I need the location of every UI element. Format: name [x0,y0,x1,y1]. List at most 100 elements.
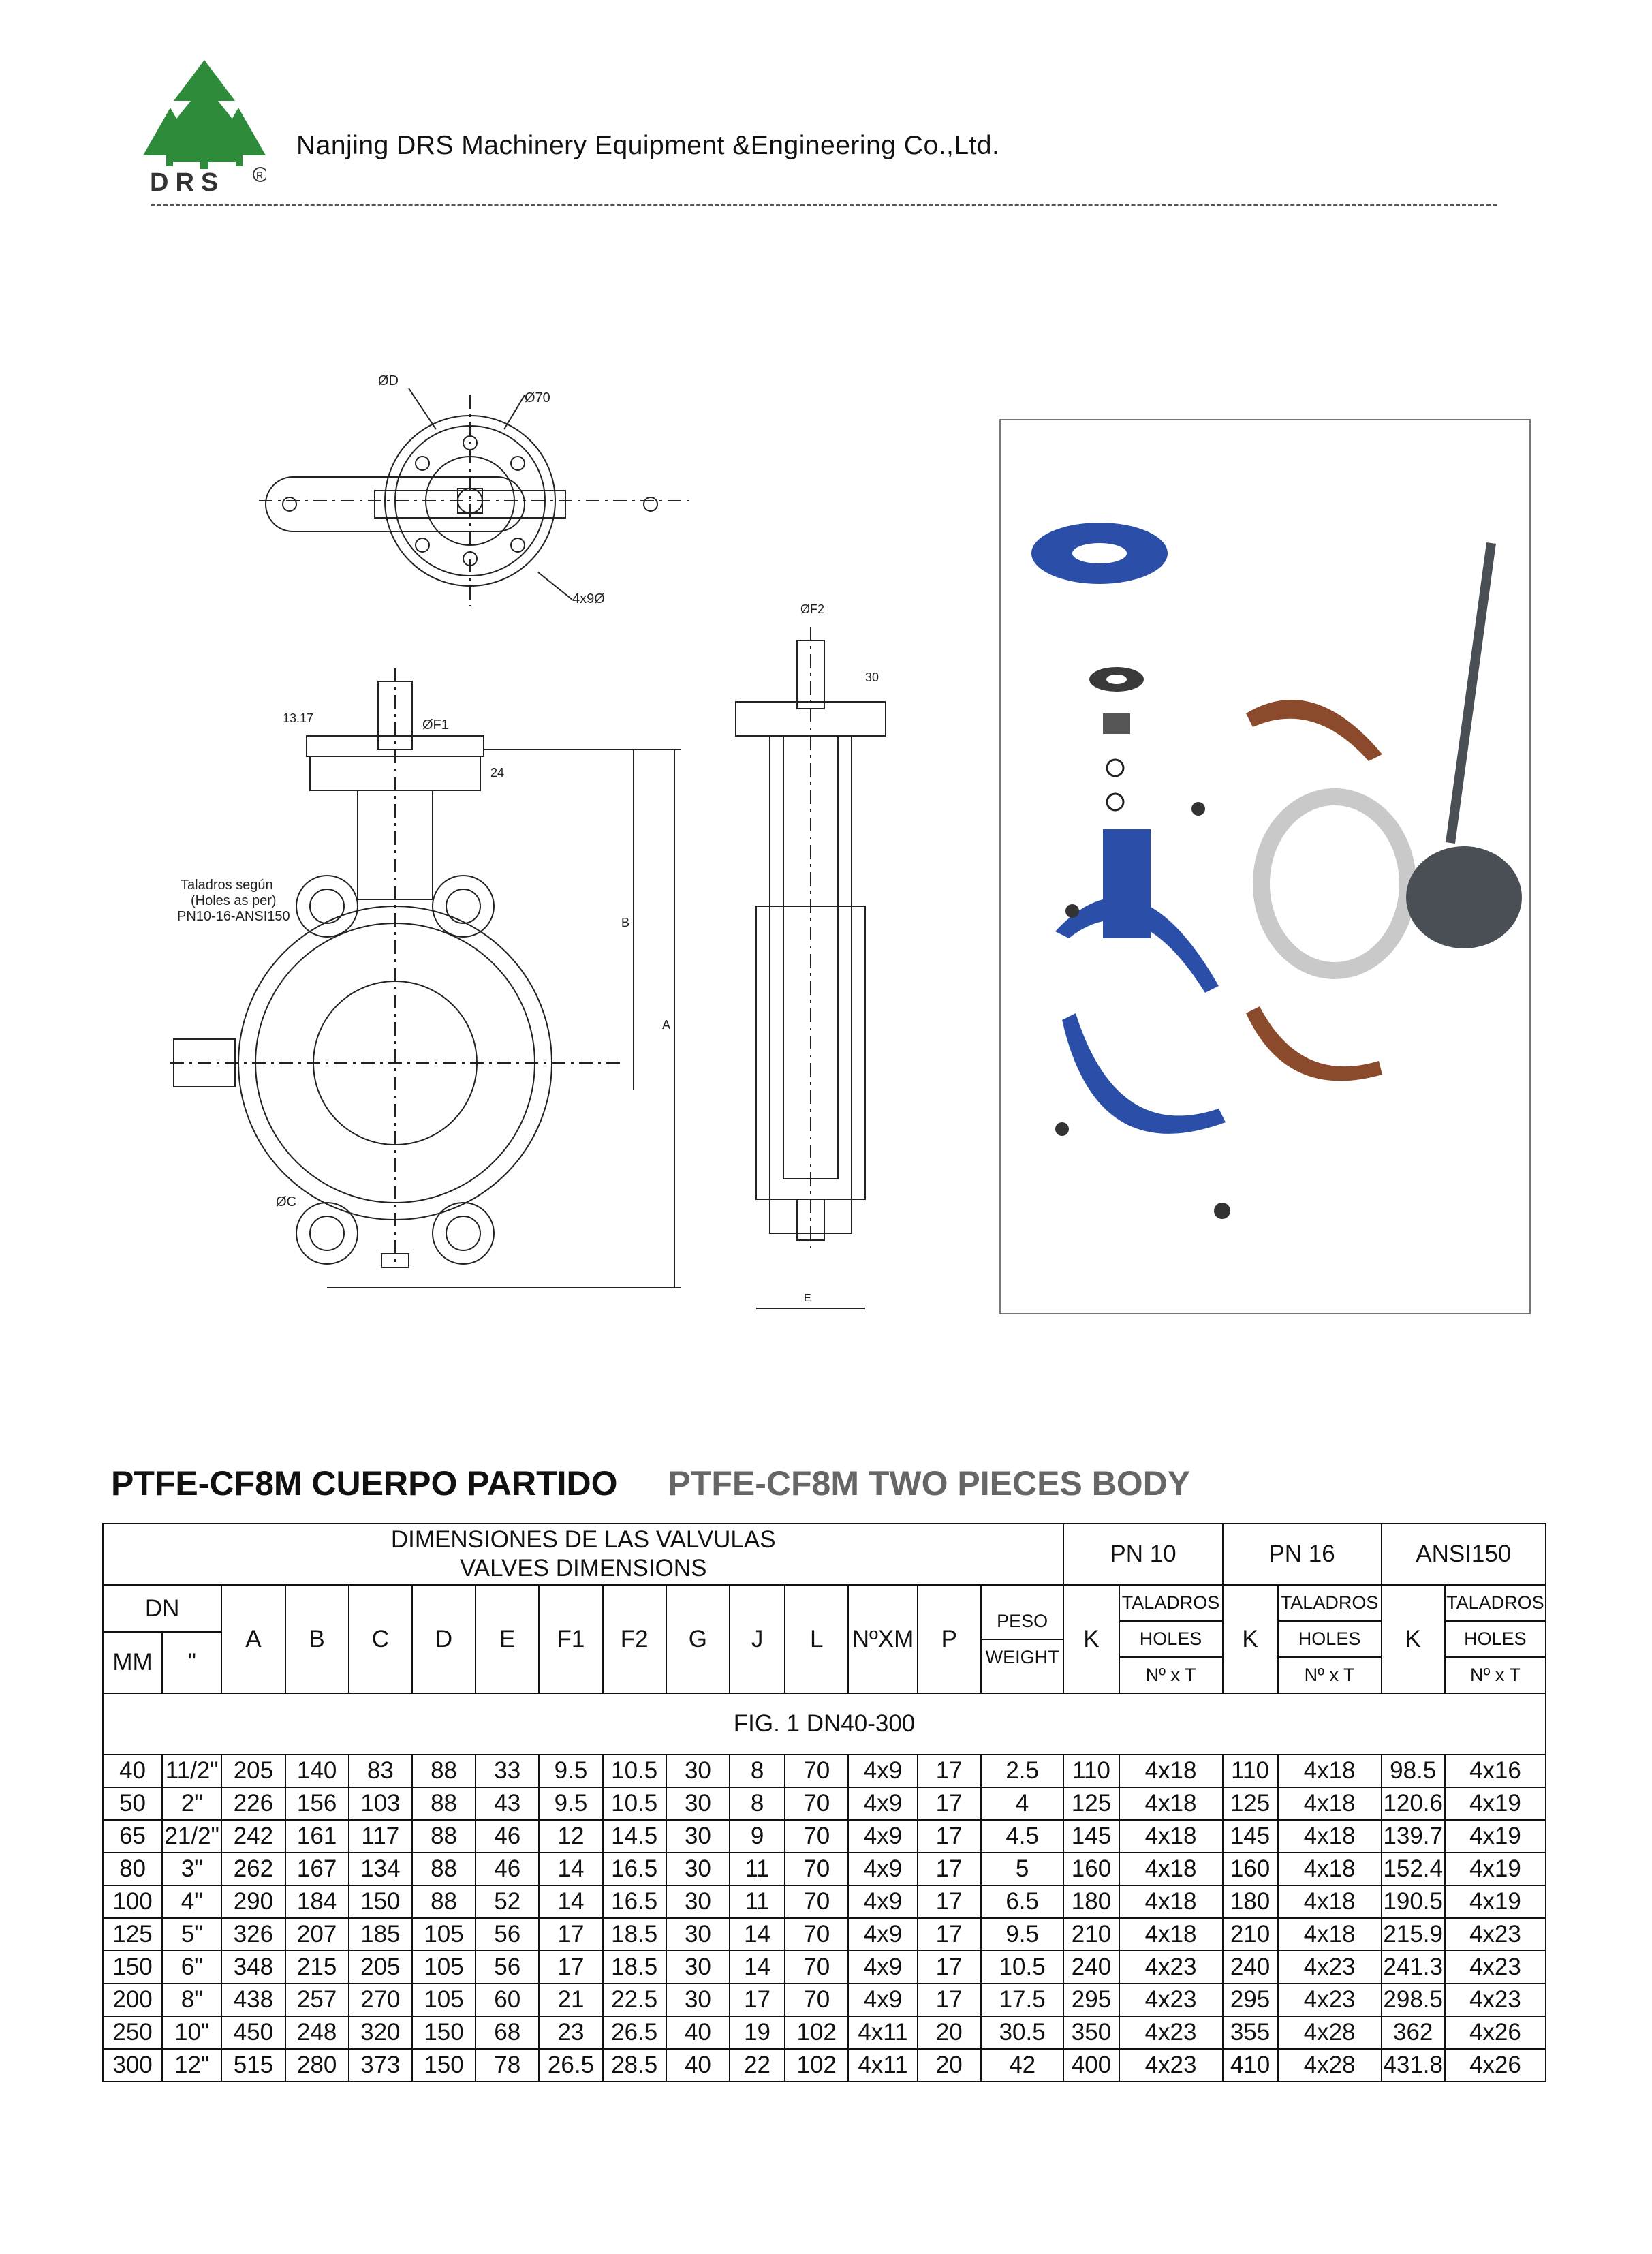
table-cell: 40 [665,2016,731,2050]
label-b: B [621,916,629,929]
table-cell: 17 [729,1983,786,2017]
table-cell: 180 [1063,1885,1120,1919]
table-cell: 4x19 [1444,1885,1547,1919]
dimensions-table: DIMENSIONES DE LAS VALVULAS VALVES DIMEN… [102,1523,1547,2082]
ansi-k: K [1380,1584,1446,1694]
tree-icon [143,60,266,169]
table-cell: 28.5 [602,2048,667,2082]
table-cell: 16.5 [602,1852,667,1886]
table-cell: 4x9 [847,1885,918,1919]
pn16-header: PN 16 [1221,1523,1382,1586]
product-title: PTFE-CF8M CUERPO PARTIDO PTFE-CF8M TWO P… [111,1464,1190,1503]
inch-header: " [161,1631,223,1694]
table-cell: 150 [102,1950,163,1984]
col-l: L [784,1584,850,1694]
table-cell: 320 [347,2016,413,2050]
pn10-k: K [1063,1584,1120,1694]
table-cell: 400 [1063,2048,1120,2082]
label-taladros-1: Taladros según [181,878,273,893]
table-cell: 6.5 [980,1885,1065,1919]
table-cell: 300 [102,2048,163,2082]
table-cell: 14 [538,1852,604,1886]
table-cell: 70 [784,1950,850,1984]
table-cell: 290 [221,1885,286,1919]
table-cell: 450 [221,2016,286,2050]
table-cell: 145 [1221,1819,1279,1853]
label-c: ØC [276,1194,296,1209]
table-heading: DIMENSIONES DE LAS VALVULAS VALVES DIMEN… [102,1523,1065,1586]
table-cell: 295 [1221,1983,1279,2017]
ansi-taladros: TALADROS [1445,1586,1545,1622]
col-e: E [475,1584,540,1694]
table-cell: 4x19 [1444,1787,1547,1821]
table-cell: 20 [916,2016,982,2050]
upper-body-half [1055,897,1219,993]
table-cell: 88 [411,1754,477,1788]
label-taladros-3: PN10-16-ANSI150 [177,909,290,924]
pn16-taladros: TALADROS [1278,1586,1381,1622]
col-p: P [916,1584,982,1694]
table-cell: 4 [980,1787,1065,1821]
table-cell: 4x9 [847,1983,918,2017]
table-cell: 362 [1380,2016,1446,2050]
table-cell: 70 [784,1754,850,1788]
table-cell: 215 [284,1950,349,1984]
table-cell: 4x18 [1277,1787,1382,1821]
col-a: A [221,1584,286,1694]
label-24: 24 [490,766,504,779]
table-cell: 4x23 [1118,2048,1224,2082]
table-cell: 4x18 [1277,1754,1382,1788]
table-cell: 205 [347,1950,413,1984]
stem-part [1446,542,1496,844]
exploded-view-image [999,419,1531,1314]
table-cell: 20 [916,2048,982,2082]
label-a: A [662,1018,670,1032]
table-cell: 4x9 [847,1754,918,1788]
table-cell: 355 [1221,2016,1279,2050]
weight-label: WEIGHT [985,1646,1059,1667]
table-cell: 4x9 [847,1819,918,1853]
label-e: E [804,1293,811,1304]
table-cell: 14 [729,1917,786,1951]
table-cell: 4x26 [1444,2048,1547,2082]
table-cell: 4x11 [847,2016,918,2050]
table-cell: 83 [347,1754,413,1788]
heading-en: VALVES DIMENSIONS [460,1555,707,1581]
table-cell: 33 [475,1754,540,1788]
table-cell: 4x26 [1444,2016,1547,2050]
table-cell: 10.5 [602,1754,667,1788]
table-cell: 4x11 [847,2048,918,2082]
table-cell: 160 [1063,1852,1120,1886]
side-view [735,627,886,1309]
table-cell: 21 [538,1983,604,2017]
label-30: 30 [865,670,879,684]
table-cell: 102 [784,2016,850,2050]
table-cell: 30 [665,1885,731,1919]
drs-logo: DRS R [143,60,266,196]
front-view [170,668,681,1288]
col-f2: F2 [602,1584,667,1694]
table-cell: 150 [347,1885,413,1919]
table-cell: 88 [411,1787,477,1821]
table-cell: 180 [1221,1885,1279,1919]
table-cell: 6" [161,1950,223,1984]
liner-lower [1246,1006,1382,1081]
col-c: C [347,1584,413,1694]
table-cell: 240 [1221,1950,1279,1984]
table-cell: 10.5 [980,1950,1065,1984]
table-cell: 52 [475,1885,540,1919]
table-cell: 30 [665,1819,731,1853]
table-cell: 4" [161,1885,223,1919]
table-cell: 4x9 [847,1950,918,1984]
table-cell: 88 [411,1885,477,1919]
table-cell: 167 [284,1852,349,1886]
table-cell: 19 [729,2016,786,2050]
table-cell: 4x18 [1277,1819,1382,1853]
ansi-nxt: Nº x T [1469,1665,1521,1685]
table-cell: 17 [916,1819,982,1853]
